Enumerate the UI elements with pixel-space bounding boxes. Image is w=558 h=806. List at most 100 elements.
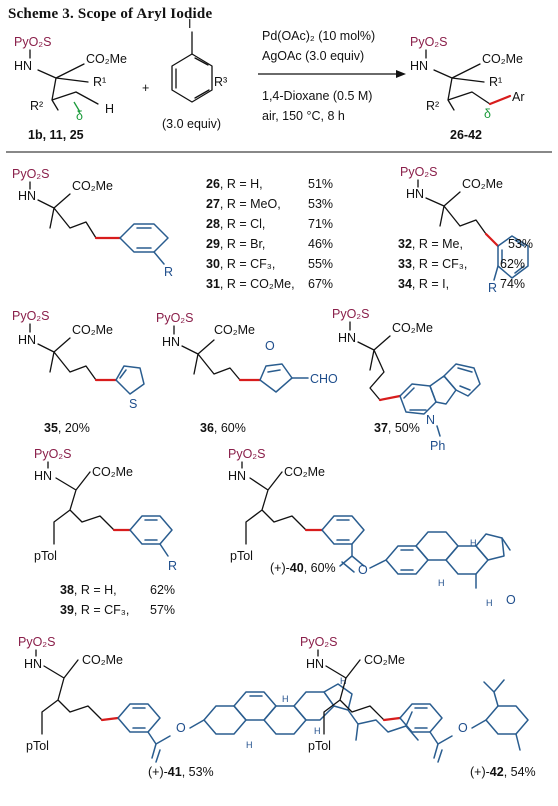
compound-36: PyO₂S HN CO₂Me O CHO 36, 60% (156, 311, 338, 435)
thiophene-s-label: S (129, 397, 137, 411)
h-label: H (282, 694, 289, 704)
pyo2s-label: PyO₂S (12, 309, 50, 323)
yield-29: 46% (308, 237, 333, 251)
pyo2s-label: PyO₂S (14, 35, 52, 49)
entry-30: 30, R = CF₃, (206, 257, 275, 271)
compound-37: PyO₂S HN CO₂Me N Ph 37, 50% (332, 307, 481, 453)
delta-label: δ (76, 109, 83, 123)
product-hn-label: HN (410, 59, 428, 73)
co2me-label: CO₂Me (462, 177, 503, 191)
pyo2s-label: PyO₂S (156, 311, 194, 325)
cond-oxidant: AgOAc (3.0 equiv) (262, 49, 364, 63)
yield-30: 55% (308, 257, 333, 271)
label-37: 37, 50% (374, 421, 420, 435)
co2me-label: CO₂Me (364, 653, 405, 667)
pyo2s-label: PyO₂S (332, 307, 370, 321)
furan-o-label: O (265, 339, 275, 353)
label-40: (+)-40, 60% (270, 561, 336, 575)
product-co2me-label: CO₂Me (482, 52, 523, 66)
co2me-label: CO₂Me (72, 179, 113, 193)
hn-label: HN (162, 335, 180, 349)
ketone-o-label: O (506, 593, 516, 607)
product-delta-label: δ (484, 107, 491, 121)
carbazole-n-label: N (426, 413, 435, 427)
ester-o-label: O (176, 721, 186, 735)
r-label: R (168, 559, 177, 573)
compound-38-39: PyO₂S HN CO₂Me R pTol 38, R = H, 62% 39,… (34, 447, 177, 617)
co2me-label: CO₂Me (392, 321, 433, 335)
meta-series-list: 32, R = Me, 53% 33, R = CF₃, 62% 34, R =… (398, 237, 533, 291)
entry-29: 29, R = Br, (206, 237, 265, 251)
r-label: R (488, 281, 497, 295)
ph-label: Ph (430, 439, 445, 453)
r3-label: R³ (214, 75, 227, 89)
ester-o-label: O (358, 563, 368, 577)
cond-temp: air, 150 °C, 8 h (262, 109, 345, 123)
cond-catalyst: Pd(OAc)₂ (10 mol%) (262, 29, 375, 43)
co2me-label: CO₂Me (82, 653, 123, 667)
hn-label: HN (18, 189, 36, 203)
compound-41: PyO₂S HN CO₂Me pTol O H H H H (+)-41, 53… (18, 635, 419, 779)
yield-39: 57% (150, 603, 175, 617)
h-label: H (438, 578, 445, 588)
entry-28: 28, R = Cl, (206, 217, 265, 231)
h-label: H (105, 102, 114, 116)
plus-sign: + (142, 81, 149, 95)
compound-26-31: PyO₂S HN CO₂Me R (12, 167, 173, 279)
r2-label: R² (30, 99, 43, 113)
label-35: 35, 20% (44, 421, 90, 435)
ptol-label: pTol (26, 739, 49, 753)
hn-label: HN (338, 331, 356, 345)
cond-solvent: 1,4-Dioxane (0.5 M) (262, 89, 372, 103)
compound-35: PyO₂S HN CO₂Me S 35, 20% (12, 309, 145, 435)
yield-27: 53% (308, 197, 333, 211)
entry-38: 38, R = H, (60, 583, 117, 597)
product-r2-label: R² (426, 99, 439, 113)
product-pyo2s-label: PyO₂S (410, 35, 448, 49)
entry-33: 33, R = CF₃, (398, 257, 467, 271)
product-label: 26-42 (450, 128, 482, 142)
cho-label: CHO (310, 372, 338, 386)
yield-33: 62% (500, 257, 525, 271)
yield-28: 71% (308, 217, 333, 231)
yield-26: 51% (308, 177, 333, 191)
entry-27: 27, R = MeO, (206, 197, 281, 211)
h-label: H (486, 598, 493, 608)
pyo2s-label: PyO₂S (12, 167, 50, 181)
ptol-label: pTol (34, 549, 57, 563)
hn-label: HN (14, 59, 32, 73)
label-36: 36, 60% (200, 421, 246, 435)
sm-label: 1b, 11, 25 (28, 128, 84, 142)
ester-o-label: O (458, 721, 468, 735)
pyo2s-label: PyO₂S (34, 447, 72, 461)
hn-label: HN (18, 333, 36, 347)
h-label: H (470, 538, 477, 548)
r1-label: R¹ (93, 75, 106, 89)
r-label: R (164, 265, 173, 279)
label-41: (+)-41, 53% (148, 765, 214, 779)
entry-34: 34, R = I, (398, 277, 449, 291)
hn-label: HN (306, 657, 324, 671)
para-series-list: 26, R = H, 51% 27, R = MeO, 53% 28, R = … (206, 177, 333, 291)
yield-34: 74% (500, 277, 525, 291)
co2me-label: CO₂Me (214, 323, 255, 337)
yield-38: 62% (150, 583, 175, 597)
h-label: H (314, 726, 321, 736)
hn-label: HN (34, 469, 52, 483)
product-r1-label: R¹ (489, 75, 502, 89)
yield-32: 53% (508, 237, 533, 251)
compound-40: PyO₂S HN CO₂Me pTol O O H H H (+)-40, 60… (228, 447, 516, 608)
co2me-label: CO₂Me (86, 52, 127, 66)
product-ar-label: Ar (512, 90, 525, 104)
entry-31: 31, R = CO₂Me, (206, 277, 295, 291)
reagent-equiv: (3.0 equiv) (162, 117, 221, 131)
co2me-label: CO₂Me (92, 465, 133, 479)
iodo-label: I (188, 17, 191, 31)
pyo2s-label: PyO₂S (400, 165, 438, 179)
yield-31: 67% (308, 277, 333, 291)
h-label: H (340, 676, 347, 686)
pyo2s-label: PyO₂S (18, 635, 56, 649)
co2me-label: CO₂Me (72, 323, 113, 337)
hn-label: HN (228, 469, 246, 483)
